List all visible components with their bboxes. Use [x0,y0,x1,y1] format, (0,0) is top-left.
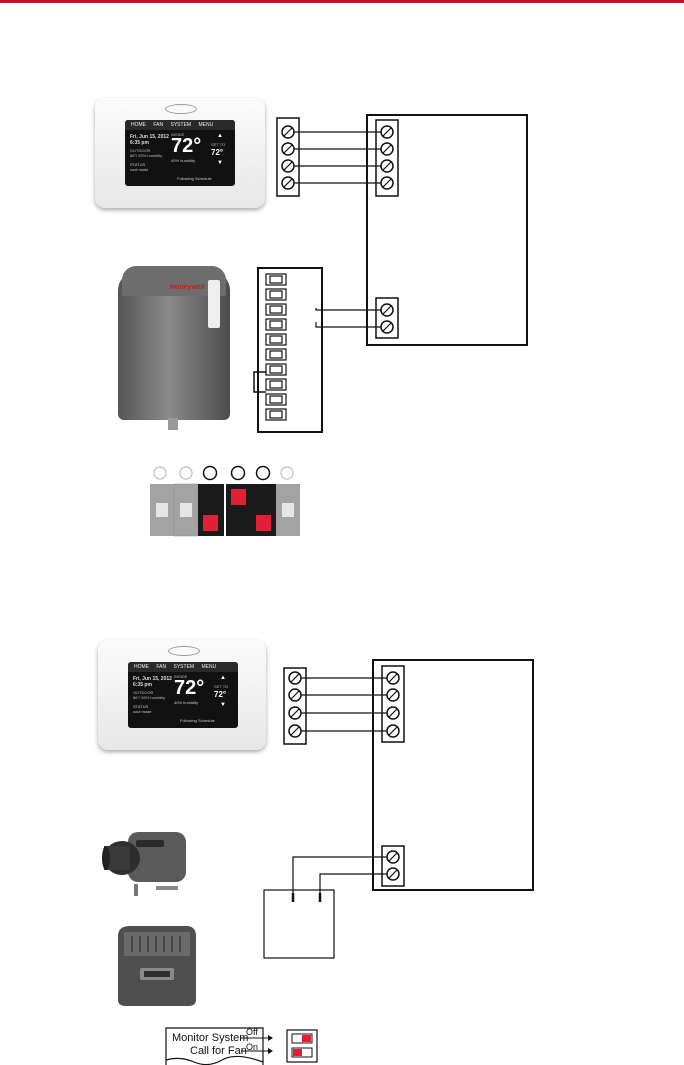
legend-arrow-head-2 [268,1048,273,1054]
screen-inside-humidity: 40% humidity [171,158,196,163]
dip-indicator-3 [202,465,218,481]
screen-set-to-label: SET TO [211,142,226,147]
thermostat-wires-2 [301,677,387,732]
top-accent-bar [0,0,684,3]
humidifier-control-panel [208,280,220,328]
humidifier-drain [168,418,178,430]
menu-menu-2: MENU [201,664,217,670]
screen-menu-bar: HOME FAN SYSTEM MENU [125,120,235,130]
menu-home-2: HOME [134,664,149,670]
screen-inside-humidity-2: 40% humidity [174,700,199,705]
dip-indicator-5 [255,465,271,481]
menu-system: SYSTEM [170,122,192,128]
down-arrow-icon: ▼ [217,160,223,166]
legend-arrow-head-1 [268,1035,273,1041]
box-terminals [291,893,322,902]
dip-indicator-2 [179,466,193,480]
thermostat-wires [294,131,381,184]
dip-indicator-1 [153,466,167,480]
up-arrow-icon: ▲ [217,133,223,139]
legend-switch-knob-1 [302,1035,311,1042]
dip-switch-bank [150,465,300,537]
equipment-interface-module [366,114,528,346]
dip-indicator-4 [230,465,246,481]
thermostat-logo [165,104,197,114]
legend-off-label: Off [246,1027,258,1037]
screen-inside-temp-2: 72° [174,677,205,699]
dip-indicator-6 [280,466,294,480]
eim-terminals-top [380,125,394,190]
screen-set-temp: 72° [211,148,224,157]
steam-humidifier-photo: Honeywell [108,262,240,432]
jumper-wire [253,371,266,393]
menu-home: HOME [131,122,146,128]
menu-fan: FAN [153,122,164,128]
screen-schedule: Following Schedule [177,176,212,181]
legend-on-label: On [246,1042,259,1052]
fan-humidifier-photo [118,926,196,1006]
menu-system-2: SYSTEM [173,664,195,670]
eim-terminal-block-top [375,119,399,197]
thermostat-terminal-block-2 [283,667,307,745]
thermostat-terminal-block [276,117,300,197]
humidifier-wires [315,308,381,328]
screen-inside-label-2: INSIDE [174,674,188,679]
screen-inside-temp: 72° [171,135,202,157]
legend-monitor-system: Monitor System [172,1032,249,1044]
up-arrow-icon-2: ▲ [220,675,226,681]
legend-call-for-fan: Call for Fan [190,1045,247,1057]
legend-switch-knob-2 [293,1049,302,1056]
screen-set-temp-2: 72° [214,690,227,699]
humidifier-control-box [263,889,335,959]
down-arrow-icon-2: ▼ [220,702,226,708]
thermostat-terminals-2 [288,671,302,738]
menu-menu: MENU [198,122,214,128]
humidifier-wires-2 [292,856,387,902]
humidifier-brand: Honeywell [170,284,205,291]
legend-card [165,1027,264,1065]
equipment-interface-module-2 [372,659,534,891]
eim-terminal-block-top-2 [381,665,405,743]
thermostat-logo-2 [168,646,200,656]
screen-menu-bar-2: HOME FAN SYSTEM MENU [128,662,238,672]
menu-fan-2: FAN [156,664,167,670]
bypass-humidifier-photo [102,832,186,896]
screen-inside-label: INSIDE [171,132,185,137]
screen-set-to-label-2: SET TO [214,684,229,689]
screen-schedule-2: Following Schedule [180,718,215,723]
humidifier-terminals [265,273,287,421]
